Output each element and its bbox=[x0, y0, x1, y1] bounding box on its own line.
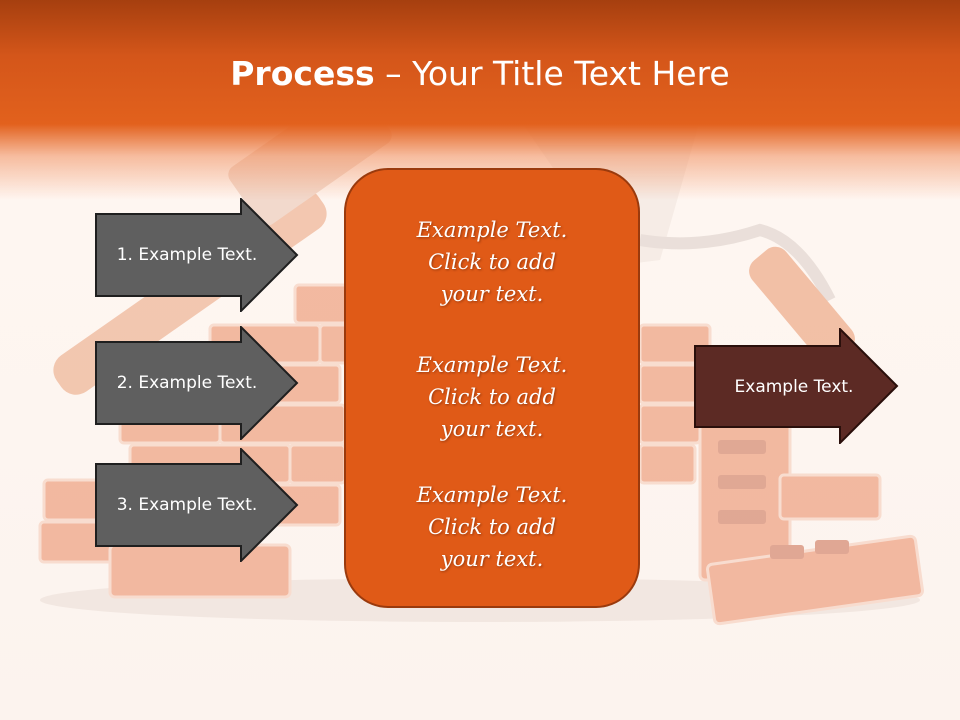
left-arrow-3-label: 3. Example Text. bbox=[116, 495, 258, 515]
center-text-1[interactable]: Example Text. Click to add your text. bbox=[346, 214, 638, 310]
center-text-2-line2: Click to add bbox=[428, 385, 556, 409]
center-content-box[interactable]: Example Text. Click to add your text. Ex… bbox=[344, 168, 640, 608]
center-text-2[interactable]: Example Text. Click to add your text. bbox=[346, 349, 638, 445]
title-bold: Process bbox=[230, 54, 375, 93]
center-text-1-line3: your text. bbox=[440, 282, 544, 306]
slide-title[interactable]: Process – Your Title Text Here bbox=[0, 52, 960, 96]
left-arrow-1-label: 1. Example Text. bbox=[116, 245, 258, 265]
center-text-3-line3: your text. bbox=[440, 547, 544, 571]
right-arrow-label: Example Text. bbox=[734, 376, 854, 397]
center-text-1-line2: Click to add bbox=[428, 250, 556, 274]
left-arrow-3[interactable]: 3. Example Text. bbox=[95, 448, 300, 562]
center-text-2-line3: your text. bbox=[440, 417, 544, 441]
right-arrow[interactable]: Example Text. bbox=[694, 328, 900, 444]
left-arrow-1[interactable]: 1. Example Text. bbox=[95, 198, 300, 312]
title-banner bbox=[0, 0, 960, 200]
center-text-1-line1: Example Text. bbox=[416, 218, 568, 242]
left-arrow-2-label: 2. Example Text. bbox=[116, 373, 258, 393]
title-rest: – Your Title Text Here bbox=[374, 54, 730, 93]
left-arrow-2[interactable]: 2. Example Text. bbox=[95, 326, 300, 440]
center-text-3[interactable]: Example Text. Click to add your text. bbox=[346, 479, 638, 575]
center-text-2-line1: Example Text. bbox=[416, 353, 568, 377]
center-text-3-line2: Click to add bbox=[428, 515, 556, 539]
center-text-3-line1: Example Text. bbox=[416, 483, 568, 507]
